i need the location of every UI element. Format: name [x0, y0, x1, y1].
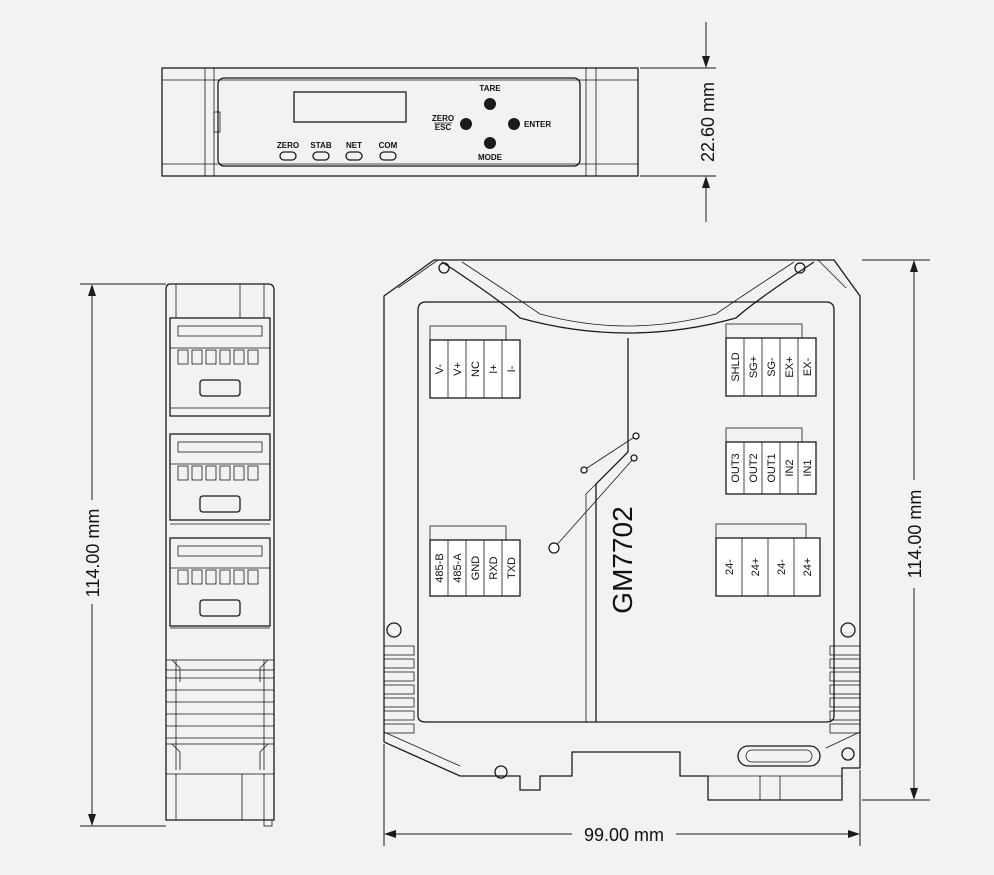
zero-button-label: ZERO — [432, 114, 454, 123]
terminal-label: EX- — [802, 357, 814, 376]
terminal-label: 24- — [724, 559, 736, 575]
terminal-label: OUT3 — [730, 453, 742, 482]
terminal-label: SHLD — [730, 352, 742, 381]
tare-label: TARE — [479, 84, 501, 93]
terminal-label: V+ — [452, 362, 464, 376]
terminal-label: RXD — [488, 556, 500, 579]
led-indicator — [379, 151, 397, 161]
terminal-label: TXD — [506, 557, 518, 579]
terminal-block-rs485: 485-B 485-A GND RXD TXD — [429, 525, 521, 597]
terminal-label: OUT2 — [748, 453, 760, 482]
terminal-block-power: V- V+ NC I+ I- — [429, 325, 521, 399]
led-label-net: NET — [346, 141, 362, 150]
led-label-com: COM — [379, 141, 398, 150]
terminal-block-io: OUT3 OUT2 OUT1 IN2 IN1 — [725, 427, 817, 495]
terminal-label: I- — [506, 365, 518, 372]
terminal-block-sensor: SHLD SG+ SG- EX+ EX- — [725, 323, 817, 397]
side-view-body — [165, 283, 275, 821]
led-row: ZERO STAB NET COM — [277, 141, 398, 161]
side-connector-block — [169, 537, 271, 627]
terminal-label: 24- — [776, 559, 788, 575]
enter-label: ENTER — [524, 120, 551, 129]
terminal-label: 24+ — [802, 558, 814, 577]
side-connector-block — [169, 317, 271, 417]
terminal-label: 485-B — [434, 553, 446, 582]
terminal-label: IN1 — [802, 459, 814, 476]
terminal-block-supply: 24- 24+ 24- 24+ — [715, 523, 821, 597]
zero-esc-button — [460, 118, 472, 130]
enter-button — [508, 118, 520, 130]
label-panel — [417, 301, 835, 723]
led-indicator — [312, 151, 330, 161]
lcd-display — [293, 91, 407, 123]
esc-button-label: ESC — [435, 123, 452, 132]
side-connector-block — [169, 433, 271, 521]
mode-button — [484, 137, 496, 149]
led-label-stab: STAB — [310, 141, 331, 150]
led-indicator — [345, 151, 363, 161]
terminal-label: OUT1 — [766, 453, 778, 482]
terminal-label: V- — [434, 363, 446, 374]
height-dimension-main: 114.00 mm — [905, 490, 925, 579]
terminal-label: NC — [470, 361, 482, 377]
width-dimension-main: 99.00 mm — [584, 825, 664, 845]
terminal-label: I+ — [488, 364, 500, 373]
side-view: 114.00 mm — [80, 283, 275, 827]
terminal-label: 485-A — [452, 553, 464, 583]
led-indicator — [279, 151, 297, 161]
height-dimension-side: 114.00 mm — [83, 509, 103, 598]
height-dimension-front: 22.60 mm — [698, 82, 718, 162]
terminal-label: IN2 — [784, 459, 796, 476]
tare-button — [484, 98, 496, 110]
terminal-label: EX+ — [784, 356, 796, 377]
terminal-label: SG+ — [748, 356, 760, 378]
front-view-body — [161, 67, 639, 177]
led-label-zero: ZERO — [277, 141, 299, 150]
terminal-label: SG- — [766, 357, 778, 377]
front-panel — [217, 77, 581, 167]
main-housing — [383, 259, 861, 801]
terminal-label: 24+ — [750, 558, 762, 577]
terminal-label: GND — [470, 556, 482, 581]
model-label: GM7702 — [607, 506, 638, 613]
mode-label: MODE — [478, 153, 503, 162]
